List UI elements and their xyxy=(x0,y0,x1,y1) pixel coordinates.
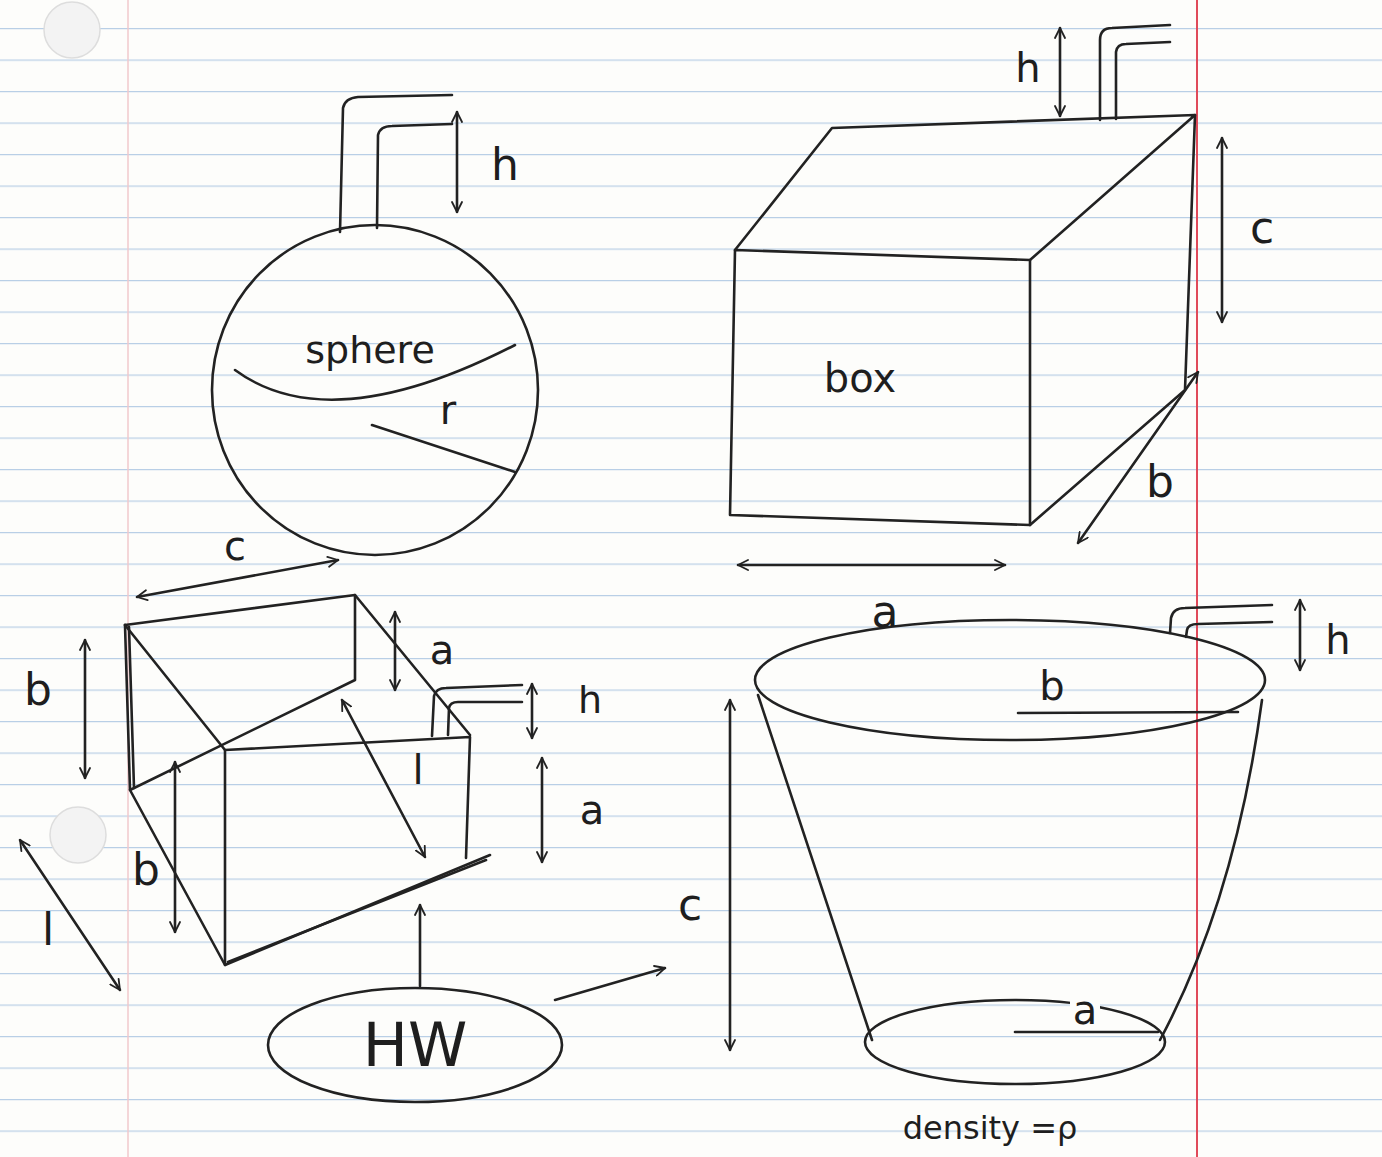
pipe xyxy=(1116,42,1170,119)
dimension-label: a xyxy=(580,790,605,830)
dimension-arrow xyxy=(1059,28,1062,116)
radius-line xyxy=(1018,712,1238,713)
frustum-top xyxy=(755,620,1265,740)
dimension-label: a xyxy=(1070,990,1101,1030)
dimension-label: l xyxy=(412,750,423,790)
pipe xyxy=(1170,605,1272,633)
box-face xyxy=(730,250,1030,525)
prism-edge xyxy=(125,625,225,750)
dimension-label: l xyxy=(42,908,54,952)
ellipse-outline xyxy=(268,988,562,1102)
sphere-outline xyxy=(212,225,538,555)
pipe xyxy=(432,685,522,736)
dimension-label: h xyxy=(578,681,602,719)
radius-line xyxy=(1015,1031,1158,1034)
dimension-label: b xyxy=(1039,666,1064,706)
box-edge xyxy=(735,115,1195,260)
dimension-label: sphere xyxy=(305,331,435,369)
punch-hole xyxy=(50,807,106,863)
pointer-arrow xyxy=(555,968,665,1000)
margin-line xyxy=(127,0,129,1157)
prism-edge xyxy=(125,595,470,735)
dimension-arrow xyxy=(20,840,120,990)
pointer-arrow xyxy=(419,905,422,986)
dimension-label: box xyxy=(824,358,896,398)
punch-hole xyxy=(44,2,100,58)
frustum-side xyxy=(758,695,872,1040)
frustum-bottom xyxy=(865,1000,1165,1084)
box-edge xyxy=(1030,115,1195,525)
dimension-arrow xyxy=(1299,600,1302,670)
dimension-label: c xyxy=(224,526,246,566)
dimension-label: b xyxy=(24,668,52,712)
dimension-arrow xyxy=(342,700,425,857)
sphere-drawing xyxy=(212,95,538,555)
dimension-label: density =ρ xyxy=(903,1112,1078,1144)
prism-edge xyxy=(129,627,134,788)
prism-face xyxy=(225,737,470,965)
dimension-arrow xyxy=(1221,138,1224,322)
dimension-arrow xyxy=(84,640,87,778)
dimension-label: c xyxy=(1250,206,1274,250)
prism-edge xyxy=(130,790,490,965)
prism-edge xyxy=(125,595,355,790)
frustum-drawing xyxy=(730,600,1300,1084)
dimension-label: r xyxy=(440,390,456,430)
box-drawing xyxy=(730,25,1222,565)
dimension-label: a xyxy=(430,630,455,670)
dimension-label: c xyxy=(678,883,702,927)
pipe xyxy=(1100,25,1170,120)
circled-note: HW xyxy=(265,985,565,1105)
pipe xyxy=(448,702,522,735)
dimension-arrow xyxy=(531,684,534,738)
dimension-arrow xyxy=(394,612,397,690)
dimension-arrow xyxy=(738,564,1005,567)
dimension-label: h xyxy=(1015,48,1040,88)
pipe xyxy=(377,124,452,228)
note-text: HW xyxy=(363,1015,467,1075)
prism-drawing xyxy=(20,560,542,990)
dimension-label: h xyxy=(1325,620,1350,660)
dimension-label: b xyxy=(132,848,160,892)
radius-line xyxy=(372,425,515,472)
prism-edge xyxy=(228,860,486,962)
pipe xyxy=(340,95,452,232)
margin-line xyxy=(1196,0,1198,1157)
dimension-arrow xyxy=(456,112,459,212)
dimension-label: h xyxy=(491,143,519,187)
dimension-arrow xyxy=(729,700,732,1050)
pointer-arrows xyxy=(420,905,665,1000)
dimension-arrow xyxy=(541,758,544,862)
dimension-label: a xyxy=(872,590,899,634)
pipe xyxy=(1186,622,1272,637)
dimension-arrow xyxy=(1078,372,1198,543)
frustum-side xyxy=(1160,700,1262,1040)
dimension-arrow xyxy=(174,762,177,932)
dimension-label: b xyxy=(1146,460,1174,504)
